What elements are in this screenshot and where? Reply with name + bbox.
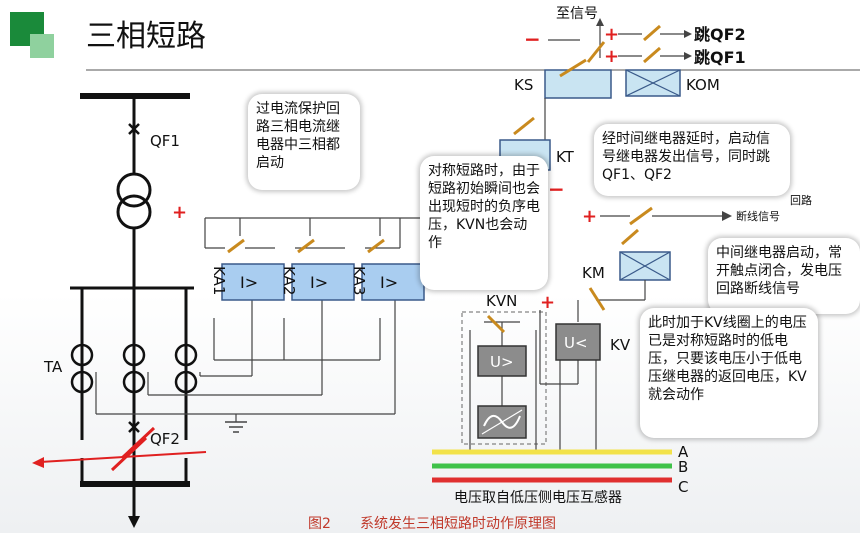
label-km: KM — [582, 264, 605, 282]
trip-qf2-arrow-icon — [684, 30, 692, 38]
km-contact-blade — [621, 228, 639, 246]
label-ka2: KA2 — [280, 266, 298, 295]
label-kt: KT — [556, 148, 575, 166]
kv-contact-blade — [588, 287, 606, 311]
relay-u-under-symbol: U< — [564, 334, 588, 352]
trip-qf1-arrow-icon — [684, 52, 692, 60]
kvn-dashed-box — [461, 311, 547, 445]
ct-secondary-wiring — [95, 300, 396, 422]
km-signal-blade — [629, 206, 653, 226]
figure-number: 图2 — [308, 516, 331, 532]
kvn-contact-blade — [486, 314, 506, 334]
label-to-signal: 至信号 — [556, 6, 598, 22]
label-phase-a: A — [678, 443, 689, 461]
relay-ka2 — [291, 263, 355, 301]
relay-ks — [544, 69, 612, 99]
callout-overcurrent: 过电流保护回路三相电流继电器中三相都启动 — [248, 94, 360, 190]
kom-contact-blades — [643, 24, 661, 64]
label-circuit: 回路 — [790, 194, 812, 207]
fault-lightning-icon — [110, 426, 156, 472]
filter-diagonal — [481, 409, 523, 435]
break-signal-arrow-icon — [722, 211, 732, 221]
label-trip-qf2: 跳QF2 — [694, 25, 746, 44]
label-phase-b: B — [678, 458, 688, 476]
label-ks: KS — [514, 76, 533, 94]
plus-sign-trip2: + — [604, 24, 619, 45]
callout-time-relay: 经时间继电器延时，启动信号继电器发出信号，同时跳QF1、QF2 — [594, 124, 790, 196]
callout-intermediate-relay: 中间继电器启动，常开触点闭合，发电压回路断线信号 — [708, 238, 860, 314]
ks-signal-blade — [586, 41, 606, 63]
minus-sign-top: − — [524, 27, 541, 51]
fault-arrow-icon — [32, 457, 44, 468]
relay-u-over-symbol: U> — [490, 353, 514, 371]
kt-contact-blade — [513, 116, 535, 136]
label-phase-c: C — [678, 478, 688, 496]
label-ka3: KA3 — [350, 266, 368, 295]
signal-arrow-icon — [596, 18, 604, 26]
callout-kvn-operate: 对称短路时，由于短路初始瞬间也会出现短时的负序电压，KVN也会动作 — [420, 156, 548, 290]
label-ka1: KA1 — [210, 266, 228, 295]
minus-sign-kt: − — [548, 177, 565, 201]
plus-sign-kvn: + — [540, 292, 555, 313]
title-logo — [10, 12, 54, 58]
kvn-wiring — [469, 310, 597, 452]
relay-km — [619, 251, 671, 281]
breaker-qf1-cross-icon — [128, 123, 140, 135]
relay-ka2-symbol: I> — [310, 273, 328, 292]
km-wiring — [577, 280, 646, 322]
plus-sign-ka: + — [172, 202, 187, 223]
relay-u-under — [555, 323, 601, 361]
down-arrow-icon — [128, 516, 140, 528]
plus-sign-trip1: + — [604, 46, 619, 67]
label-kom: KOM — [686, 76, 720, 94]
relay-ka3-symbol: I> — [380, 273, 398, 292]
label-qf2: QF2 — [150, 430, 180, 448]
relay-ka3 — [361, 263, 425, 301]
primary-circuit — [70, 93, 198, 518]
breaker-qf2-cross-icon — [128, 421, 140, 433]
label-trip-qf1: 跳QF1 — [694, 48, 746, 67]
ground-icon — [225, 421, 247, 433]
relay-kom — [625, 69, 681, 97]
ka-contact-blades — [227, 238, 385, 254]
label-ta: TA — [43, 358, 63, 376]
label-break-signal: 断线信号 — [736, 209, 780, 223]
relay-ka1-symbol: I> — [240, 273, 258, 292]
relay-u-over — [477, 345, 527, 377]
pt-source-label: 电压取自低压侧电压互感器 — [454, 489, 622, 506]
label-kv: KV — [610, 336, 631, 354]
label-kvn: KVN — [486, 292, 517, 310]
callout-low-voltage: 此时加于KV线圈上的电压已是对称短路时的低电压，只要该电压小于低电压继电器的返回… — [640, 308, 818, 438]
ks-inner-blade — [559, 58, 587, 78]
trip-leads — [618, 33, 684, 57]
page-title: 三相短路 — [86, 19, 206, 54]
figure-caption: 系统发生三相短路时动作原理图 — [360, 516, 556, 532]
relay-ka1 — [221, 263, 285, 301]
label-qf1: QF1 — [150, 132, 180, 150]
ka-contacts — [204, 218, 401, 249]
plus-sign-km: + — [582, 206, 597, 227]
